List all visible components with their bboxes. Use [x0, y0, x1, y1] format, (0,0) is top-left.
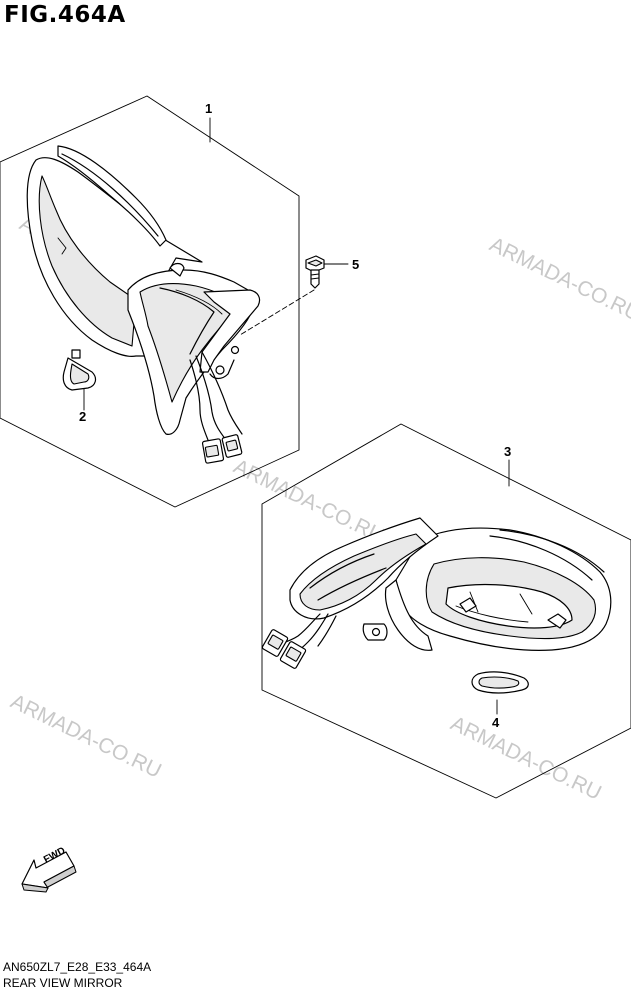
forward-direction-arrow	[21, 851, 77, 893]
bolt-guide-line	[239, 289, 315, 336]
cover-part-4	[471, 671, 529, 694]
callout-4: 4	[492, 715, 500, 730]
figure-caption: REAR VIEW MIRROR	[3, 976, 123, 990]
figure-code: AN650ZL7_E28_E33_464A	[3, 960, 152, 974]
figure-title: FIG.464A	[4, 2, 126, 28]
callout-3: 3	[504, 444, 512, 459]
cover-part-2	[62, 349, 97, 391]
assembly-box-3	[261, 423, 631, 799]
right-mirror-assembly	[261, 517, 612, 669]
callout-5: 5	[352, 257, 360, 272]
callout-1: 1	[205, 101, 213, 116]
bolt-part-5	[305, 255, 325, 289]
callout-2: 2	[79, 409, 87, 424]
assembly-box-1	[0, 95, 300, 508]
left-mirror-assembly	[26, 145, 261, 464]
